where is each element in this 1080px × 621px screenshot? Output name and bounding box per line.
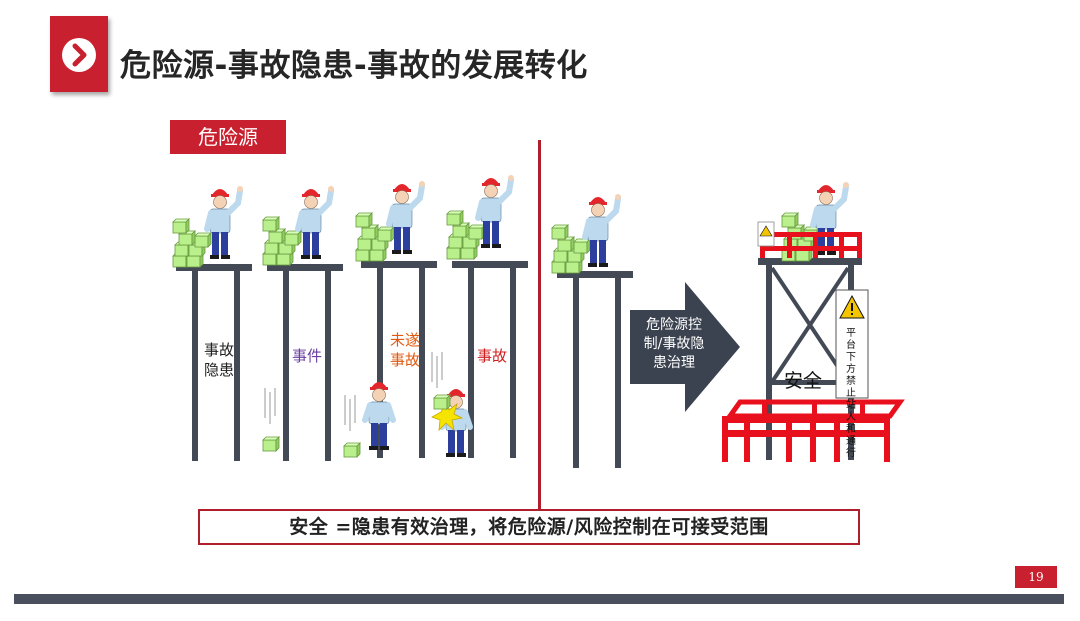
stage-label-near-miss: 未遂 事故 — [389, 331, 420, 369]
chevron-right-icon — [62, 38, 96, 72]
footer-bar — [14, 594, 1064, 604]
control-arrow-label: 危险源控 制/事故隐 患治理 — [643, 317, 705, 371]
title-icon-block — [50, 16, 108, 92]
summary-statement: 安全 =隐患有效治理，将危险源/风险控制在可接受范围 — [198, 509, 860, 545]
section-divider — [538, 140, 541, 512]
stage-near-miss-scene — [343, 181, 437, 458]
safe-label: 安全 — [784, 370, 823, 392]
warning-sign-text: 平台下方禁止站人和通行 — [846, 328, 856, 459]
stage-accident-scene — [431, 175, 528, 458]
stage-hazard-scene — [173, 186, 252, 461]
stage-label-incident: 事件 — [291, 347, 322, 365]
stage-label-accident: 事故 — [476, 347, 507, 365]
control-arrow — [630, 282, 740, 412]
stage-incident-scene — [262, 186, 343, 461]
hazard-source-tag: 危险源 — [170, 120, 286, 154]
stage-label-hidden-danger: 事故 隐患 — [203, 341, 234, 379]
page-title: 危险源-事故隐患-事故的发展转化 — [120, 48, 588, 84]
safe-platform-scene — [722, 182, 905, 462]
stage-before-control-scene — [552, 194, 633, 468]
page-number: 19 — [1015, 566, 1057, 588]
